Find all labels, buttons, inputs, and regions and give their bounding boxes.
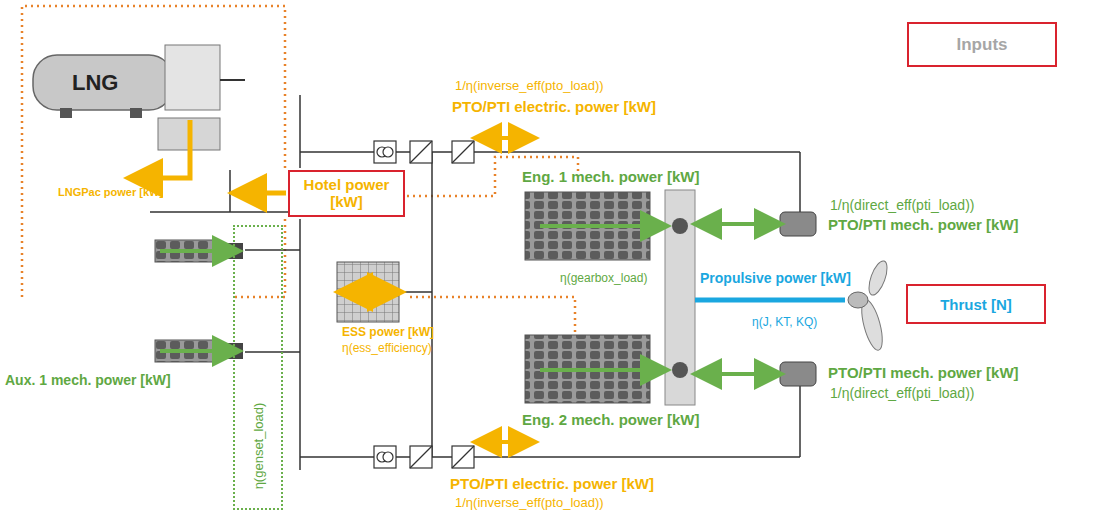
efficiency-formula: η(gearbox_load) bbox=[560, 272, 647, 286]
box-text: η(genset_load) bbox=[251, 403, 266, 490]
flow-label: Propulsive power [kW] bbox=[700, 270, 851, 286]
efficiency-formula: 1/η(direct_eff(pti_load)) bbox=[830, 385, 974, 401]
efficiency-formula: 1/η(inverse_eff(pto_load)) bbox=[455, 79, 604, 94]
efficiency-formula: η(ess_efficiency) bbox=[342, 342, 432, 356]
flow-label: LNGPac power [kW] bbox=[58, 186, 163, 199]
box-text: Thrust [N] bbox=[940, 296, 1012, 313]
efficiency-formula: 1/η(inverse_eff(pto_load)) bbox=[455, 496, 604, 511]
flow-label: Eng. 1 mech. power [kW] bbox=[522, 168, 700, 185]
box-text: Inputs bbox=[957, 35, 1008, 55]
box-text: Hotel power [kW] bbox=[296, 177, 397, 210]
flow-label: PTO/PTI mech. power [kW] bbox=[828, 216, 1019, 233]
hotel-power-box: Hotel power [kW] bbox=[288, 170, 405, 217]
genset-efficiency-box: η(genset_load) bbox=[233, 225, 283, 510]
flow-label: Eng. 2 mech. power [kW] bbox=[522, 411, 700, 428]
efficiency-formula: η(J, KT, KQ) bbox=[752, 316, 817, 330]
flow-label: PTO/PTI electric. power [kW] bbox=[452, 98, 656, 115]
efficiency-formula: 1/η(direct_eff(pti_load)) bbox=[830, 197, 974, 213]
flow-label: ESS power [kW] bbox=[342, 326, 434, 340]
flow-label: PTO/PTI mech. power [kW] bbox=[828, 364, 1019, 381]
input-legend-box: Inputs bbox=[907, 22, 1057, 67]
flow-label: Aux. 1 mech. power [kW] bbox=[5, 372, 171, 388]
tank-label: LNG bbox=[72, 70, 118, 95]
flow-label: PTO/PTI electric. power [kW] bbox=[450, 475, 654, 492]
thrust-box: Thrust [N] bbox=[906, 284, 1046, 324]
